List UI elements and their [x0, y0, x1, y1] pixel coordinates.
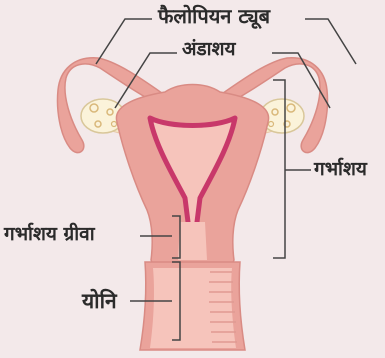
- label-ovary: अंडाशय: [182, 40, 236, 59]
- label-cervix: गर्भाशय ग्रीवा: [4, 225, 95, 244]
- leader-tube-right: [305, 19, 356, 64]
- cervix-shape: [178, 222, 207, 260]
- label-uterus: गर्भाशय: [314, 160, 367, 179]
- label-vagina: योनि: [82, 291, 117, 312]
- label-fallopian-tube: फैलोपियन ट्यूब: [158, 6, 270, 26]
- leader-tube-left: [96, 19, 152, 64]
- vaginal-canal: [150, 268, 236, 348]
